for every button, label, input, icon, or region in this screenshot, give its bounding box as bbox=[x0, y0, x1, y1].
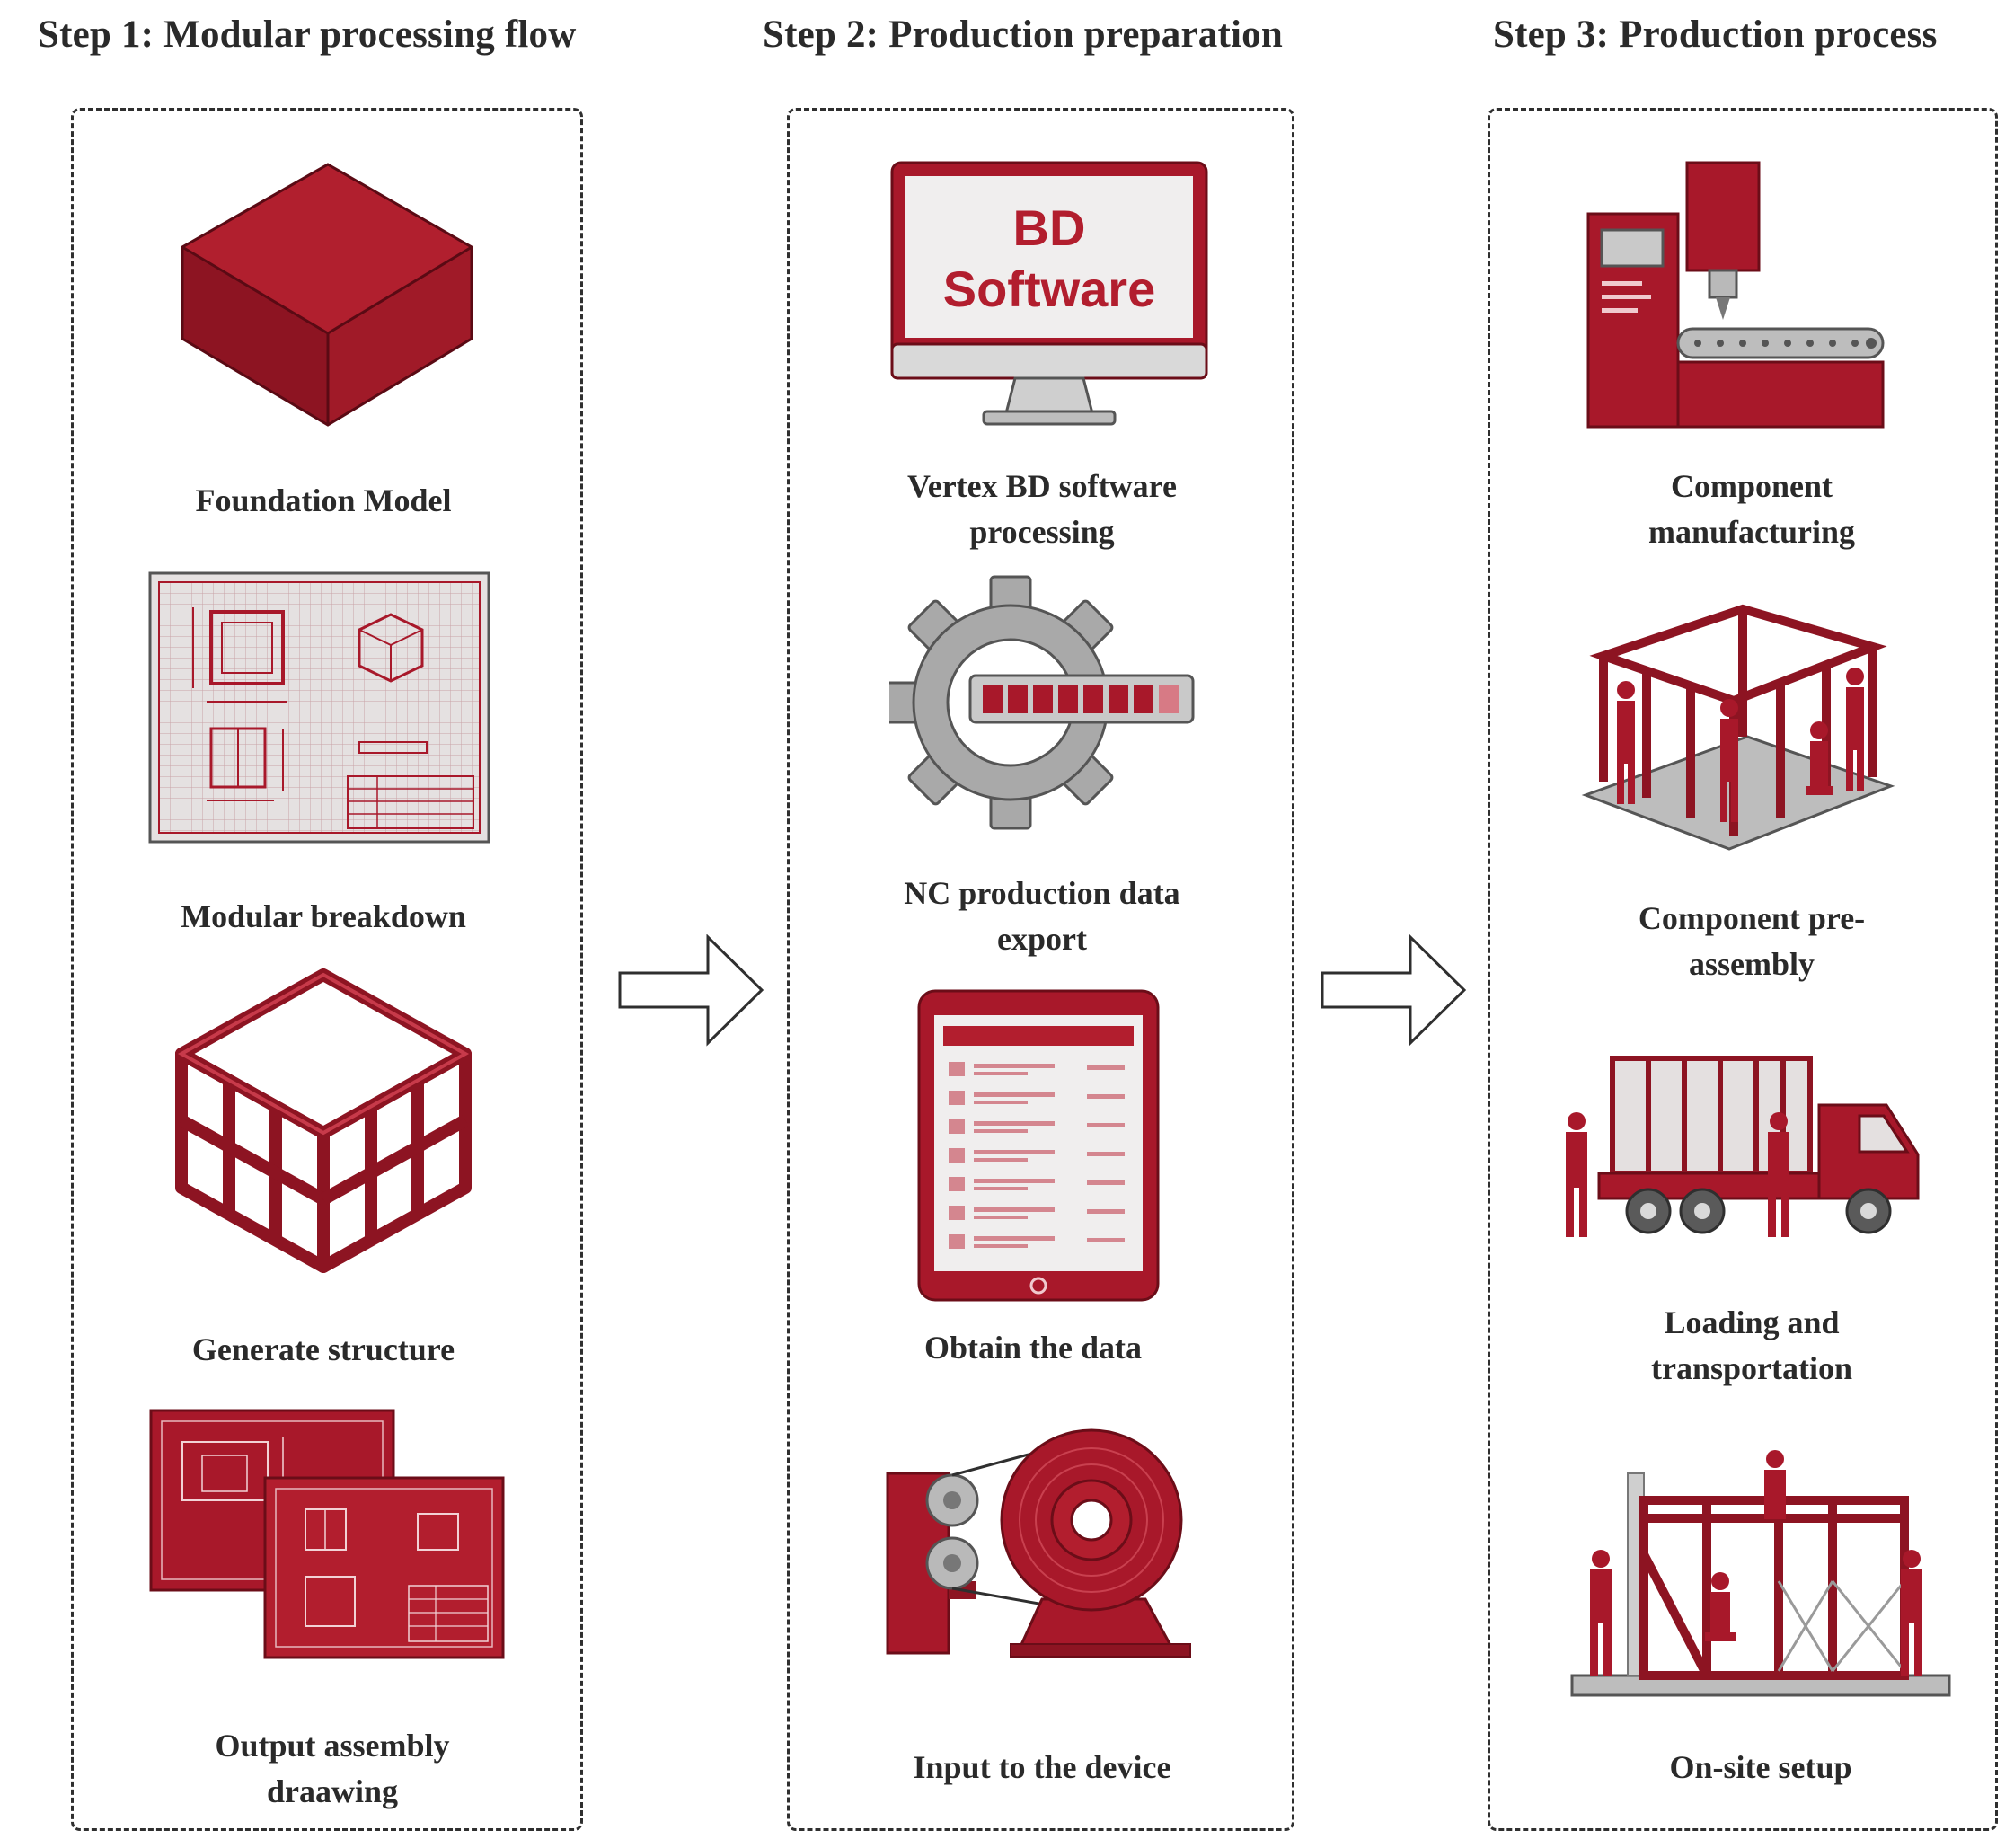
frame-structure-icon bbox=[175, 968, 472, 1273]
step3-panel bbox=[1488, 108, 1998, 1831]
caption-modular-breakdown: Modular breakdown bbox=[181, 898, 466, 934]
blueprint-sheet-icon bbox=[148, 571, 490, 844]
caption-foundation-model: Foundation Model bbox=[195, 482, 452, 518]
caption-output-assembly-drawing: Output assembly draawing bbox=[215, 1728, 450, 1809]
assembly-drawings-icon bbox=[149, 1409, 505, 1659]
tablet-icon bbox=[917, 989, 1160, 1302]
caption-on-site-setup: On-site setup bbox=[1669, 1749, 1852, 1785]
caption-obtain-the-data: Obtain the data bbox=[923, 1330, 1143, 1366]
solid-box-icon bbox=[181, 163, 473, 427]
caption-component-manufacturing: Component manufacturing bbox=[1647, 468, 1855, 550]
step2-title: Step 2: Production preparation bbox=[763, 13, 1283, 56]
truck-icon bbox=[1566, 1056, 1920, 1237]
onsite-frame-icon bbox=[1570, 1450, 1951, 1697]
step2-panel bbox=[787, 108, 1294, 1831]
monitor-text-software: Software bbox=[943, 261, 1156, 317]
caption-component-pre-assembly: Component pre- assembly bbox=[1638, 900, 1866, 982]
step1-panel bbox=[71, 108, 583, 1831]
arrow-right-icon bbox=[1321, 934, 1467, 1047]
gear-progress-icon bbox=[889, 575, 1195, 830]
caption-vertex-bd-software: Vertex BD software processing bbox=[907, 468, 1177, 550]
arrow-right-icon bbox=[618, 934, 764, 1047]
workers-frame-icon bbox=[1581, 604, 1895, 851]
caption-input-to-device: Input to the device bbox=[913, 1749, 1171, 1785]
caption-loading-transportation: Loading and transportation bbox=[1651, 1304, 1852, 1386]
caption-generate-structure: Generate structure bbox=[191, 1331, 455, 1367]
caption-nc-production-data: NC production data export bbox=[904, 875, 1180, 957]
steel-coil-machine-icon bbox=[886, 1428, 1191, 1658]
step1-title: Step 1: Modular processing flow bbox=[38, 13, 577, 56]
monitor-text-bd: BD bbox=[1013, 199, 1086, 256]
step3-title: Step 3: Production process bbox=[1493, 13, 1938, 56]
cnc-machine-icon bbox=[1586, 161, 1885, 429]
monitor-icon: BD Software bbox=[890, 161, 1208, 426]
